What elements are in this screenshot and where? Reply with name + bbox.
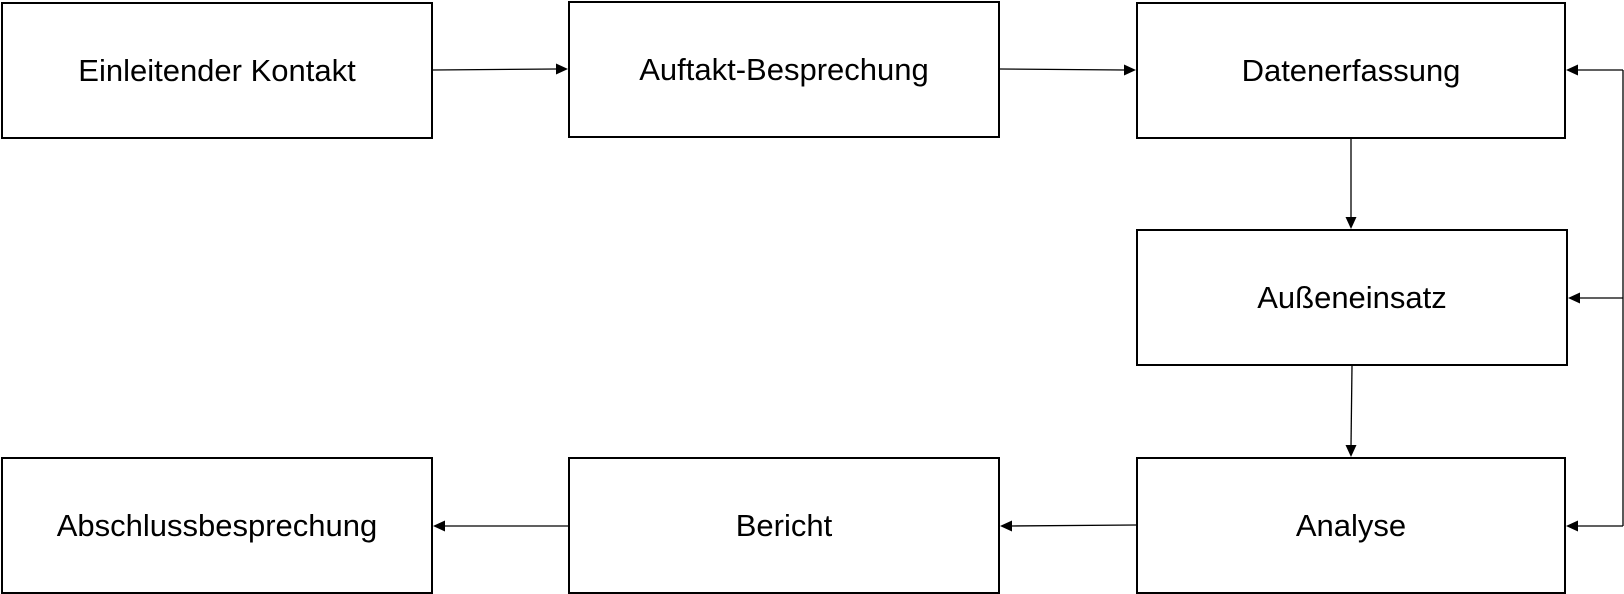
node-einleitender-kontakt: Einleitender Kontakt (1, 2, 433, 139)
arrowhead-left (1566, 64, 1578, 76)
edge-analyse-to-bericht (1010, 524, 1137, 527)
arrowhead-left (1568, 292, 1580, 304)
arrowhead-right (1124, 64, 1136, 76)
node-label: Einleitender Kontakt (78, 53, 356, 88)
edge-kontakt-to-auftakt (432, 68, 558, 71)
node-abschlussbesprechung: Abschlussbesprechung (1, 457, 433, 594)
node-label: Analyse (1295, 508, 1407, 543)
arrowhead-left (1566, 520, 1578, 532)
node-analyse: Analyse (1136, 457, 1566, 594)
node-datenerfassung: Datenerfassung (1136, 2, 1566, 139)
edge-ausseneinsatz-to-analyse (1350, 365, 1353, 447)
arrowhead-down (1345, 217, 1357, 229)
arrowhead-right (556, 63, 568, 75)
node-label: Abschlussbesprechung (56, 508, 378, 543)
edge-auftakt-to-datenerfassung (999, 68, 1126, 71)
node-auftakt-besprechung: Auftakt-Besprechung (568, 1, 1000, 138)
node-ausseneinsatz: Außeneinsatz (1136, 229, 1568, 366)
node-label: Außeneinsatz (1257, 280, 1447, 315)
arrowhead-left (1000, 520, 1012, 532)
node-label: Datenerfassung (1241, 53, 1461, 88)
node-label: Auftakt-Besprechung (639, 52, 929, 87)
node-label: Bericht (735, 508, 833, 543)
arrowhead-down (1345, 445, 1357, 457)
node-bericht: Bericht (568, 457, 1000, 594)
arrowhead-left (433, 520, 445, 532)
